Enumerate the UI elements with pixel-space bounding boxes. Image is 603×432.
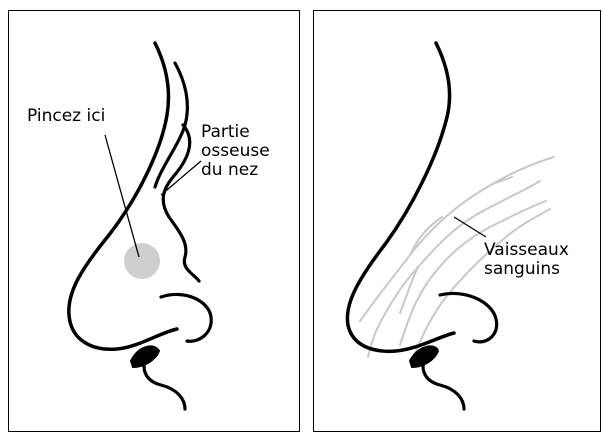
nose-profile-drawing-right <box>314 11 601 432</box>
left-panel-pinch-diagram: Pincez ici Partie osseuse du nez <box>8 10 300 432</box>
right-panel-vessels-diagram: Vaisseaux sanguins <box>313 10 601 432</box>
pinch-spot <box>124 243 160 279</box>
upper-lip-line-right <box>423 355 464 409</box>
vessels-label-line1: Vaisseaux <box>484 241 569 260</box>
vessels-label-line2: sanguins <box>484 260 560 279</box>
upper-lip-line <box>144 355 185 409</box>
bone-label-line3: du nez <box>201 161 258 180</box>
bone-label-line1: Partie <box>201 123 250 142</box>
nostril-wing <box>161 294 211 341</box>
nose-profile-drawing-left <box>9 11 300 432</box>
bone-label-line2: osseuse <box>201 142 270 161</box>
nose-profile-outline-right <box>347 43 454 351</box>
pinch-label: Pincez ici <box>27 107 105 126</box>
nasal-bone-back <box>163 125 199 281</box>
nose-profile-outline <box>69 43 177 349</box>
